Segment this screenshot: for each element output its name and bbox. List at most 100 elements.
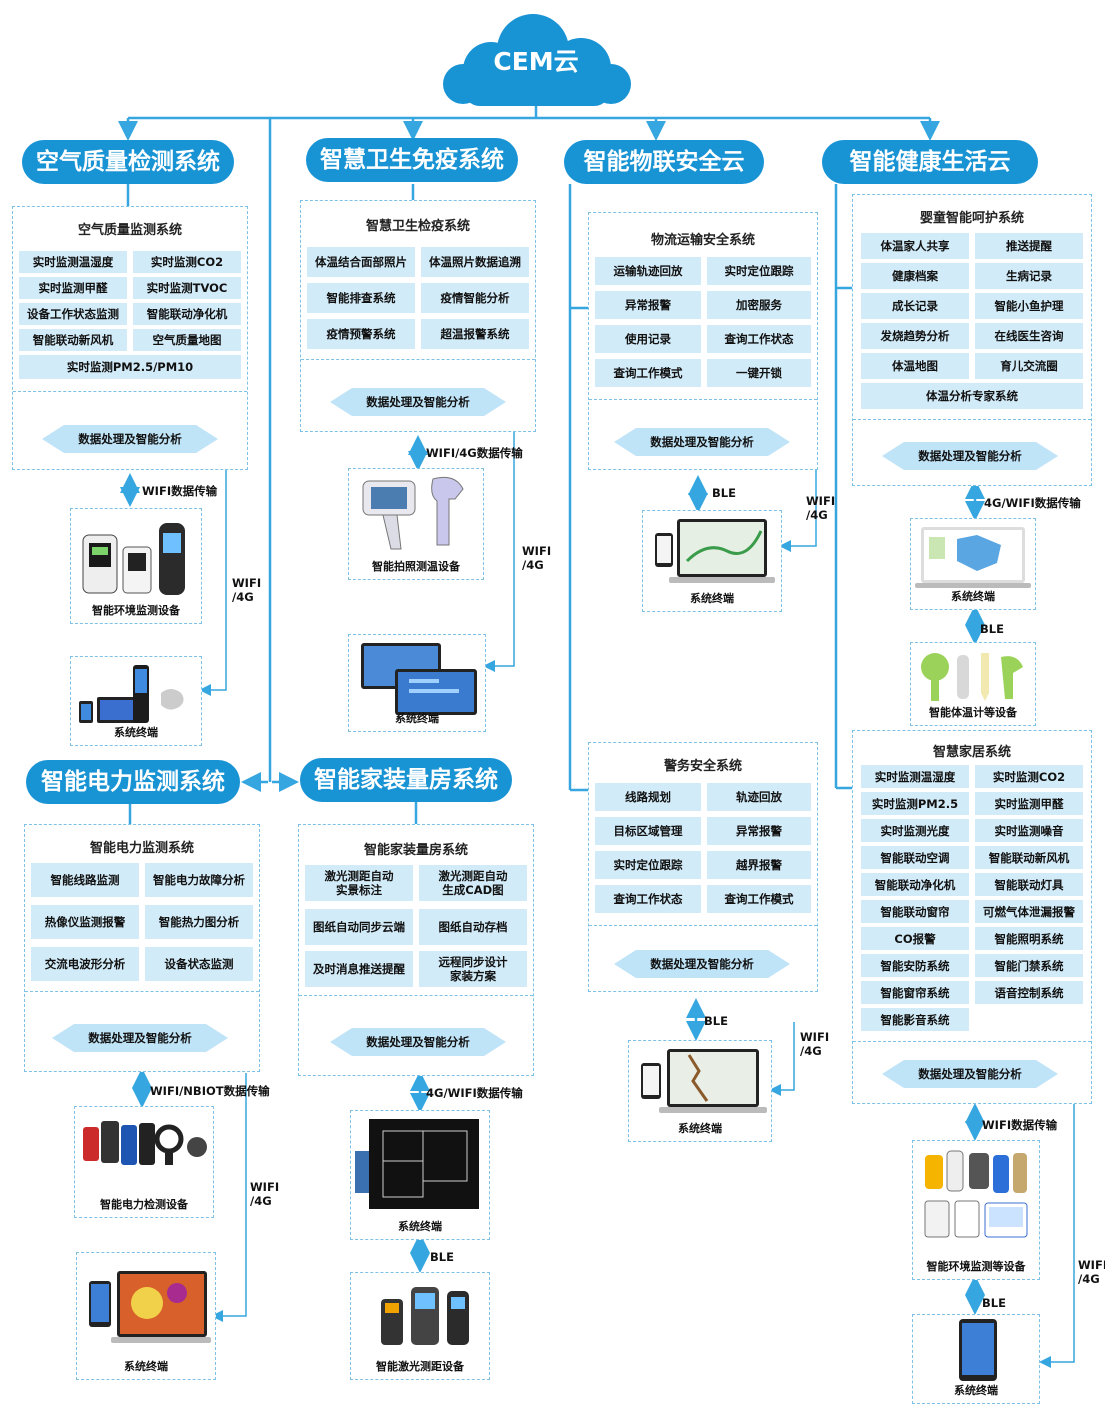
device-box: 智能环境监测等设备	[912, 1140, 1040, 1280]
feature-cell: 疫情智能分析	[421, 283, 529, 313]
link-label: BLE	[430, 1250, 454, 1264]
header-home-decor: 智能家装量房系统	[300, 758, 512, 802]
panel-title: 物流运输安全系统	[650, 233, 755, 248]
feature-cell: 实时定位跟踪	[595, 851, 701, 879]
system-terminal-icon	[655, 519, 775, 583]
link-label: WIFI/NBIOT数据传输	[150, 1084, 270, 1098]
feature-cell: 激光测距自动 生成CAD图	[419, 865, 527, 901]
device-caption: 智能拍照测温设备	[372, 560, 460, 573]
environment-monitor-icon	[82, 523, 185, 595]
thermal-terminal-icon	[89, 1271, 211, 1343]
panel-title: 智能家装量房系统	[363, 843, 468, 858]
terminal-box: 系统终端	[350, 1110, 490, 1240]
link-label: BLE	[712, 486, 736, 500]
feature-cell: 智能门禁系统	[975, 954, 1083, 977]
feature-cell: 智能影音系统	[861, 1008, 969, 1031]
feature-cell: 智能联动新风机	[19, 329, 127, 351]
feature-cell: 智能联动窗帘	[861, 900, 969, 923]
panel-smart-home: 智慧家居系统 实时监测温湿度 实时监测CO2 实时监测PM2.5 实时监测甲醛 …	[852, 730, 1092, 1104]
power-tester-icon	[83, 1121, 207, 1165]
process-diamond	[330, 1028, 506, 1056]
feature-cell: 体温分析专家系统	[861, 383, 1083, 409]
link-label: WIFI /4G	[250, 1180, 280, 1208]
feature-cell: 实时监测CO2	[133, 251, 241, 273]
feature-cell: 实时监测噪音	[975, 819, 1083, 842]
link-label: BLE	[704, 1014, 728, 1028]
feature-cell: 异常报警	[707, 817, 811, 845]
feature-cell: 运输轨迹回放	[595, 257, 701, 285]
feature-cell: 激光测距自动 实景标注	[305, 865, 413, 901]
process-diamond	[330, 388, 506, 416]
divider	[589, 399, 817, 400]
divider	[589, 925, 817, 926]
feature-cell: 智能热力图分析	[145, 905, 253, 939]
feature-cell: 智能电力故障分析	[145, 863, 253, 897]
thermometer-camera-icon	[362, 476, 464, 550]
device-caption: 系统终端	[954, 1384, 998, 1397]
divider	[299, 995, 533, 996]
feature-cell: 空气质量地图	[133, 329, 241, 351]
feature-cell: 远程同步设计 家装方案	[419, 951, 527, 987]
laser-meter-icon	[381, 1287, 469, 1345]
process-diamond	[614, 950, 790, 978]
feature-cell: 越界报警	[707, 851, 811, 879]
feature-cell: 及时消息推送提醒	[305, 951, 413, 987]
feature-cell: 查询工作状态	[595, 885, 701, 913]
device-caption: 系统终端	[951, 590, 995, 603]
device-box: 智能拍照测温设备	[348, 468, 484, 580]
feature-cell: 实时监测甲醛	[19, 277, 127, 299]
system-terminal-icon	[915, 527, 1031, 588]
terminal-box: 系统终端	[910, 518, 1036, 610]
terminal-box: 系统终端	[642, 510, 782, 612]
link-label: WIFI数据传输	[142, 484, 218, 498]
link-label: 4G/WIFI数据传输	[426, 1086, 523, 1100]
device-caption: 系统终端	[398, 1220, 442, 1233]
device-caption: 智能电力检测设备	[100, 1198, 188, 1211]
feature-cell: 设备状态监测	[145, 947, 253, 981]
feature-cell: 加密服务	[707, 291, 811, 319]
panel-title: 智能电力监测系统	[89, 841, 194, 856]
device-caption: 系统终端	[395, 712, 439, 725]
panel-title: 婴童智能呵护系统	[919, 211, 1024, 226]
feature-cell: 实时监测PM2.5/PM10	[19, 355, 241, 379]
feature-cell: 生病记录	[975, 263, 1083, 289]
feature-cell: 可燃气体泄漏报警	[975, 900, 1083, 923]
feature-cell: 超温报警系统	[421, 319, 529, 349]
terminal-box: 系统终端	[70, 656, 202, 746]
feature-cell: 体温结合面部照片	[307, 247, 415, 277]
link-label: BLE	[982, 1296, 1006, 1310]
feature-cell: 实时监测TVOC	[133, 277, 241, 299]
process-diamond	[42, 425, 218, 453]
process-label: 数据处理及智能分析	[650, 957, 754, 971]
process-label: 数据处理及智能分析	[918, 449, 1022, 463]
feature-cell: 智能线路监测	[31, 863, 139, 897]
feature-cell: 查询工作状态	[707, 325, 811, 353]
panel-title: 智慧家居系统	[932, 745, 1011, 760]
panel-power: 智能电力监测系统 智能线路监测 智能电力故障分析 热像仪监测报警 智能热力图分析…	[24, 824, 260, 1072]
divider	[25, 991, 259, 992]
process-diamond	[882, 442, 1058, 470]
feature-cell: 图纸自动存档	[419, 909, 527, 945]
device-caption: 智能环境监测等设备	[926, 1260, 1026, 1273]
process-label: 数据处理及智能分析	[88, 1031, 192, 1045]
panel-title: 警务安全系统	[663, 759, 742, 774]
feature-cell: 实时监测光度	[861, 819, 969, 842]
system-terminal-icon	[79, 665, 184, 723]
cloud-label: CEM云	[493, 47, 579, 76]
device-caption: 系统终端	[690, 592, 734, 605]
feature-cell: 语音控制系统	[975, 981, 1083, 1004]
divider	[853, 419, 1091, 420]
feature-cell: 育儿交流圈	[975, 353, 1083, 379]
link-label: WIFI /4G	[1078, 1258, 1105, 1286]
feature-cell: 使用记录	[595, 325, 701, 353]
feature-cell: 热像仪监测报警	[31, 905, 139, 939]
panel-title: 空气质量监测系统	[77, 223, 182, 238]
system-terminal-icon	[361, 643, 477, 715]
terminal-box: 系统终端	[348, 634, 486, 732]
feature-cell: 健康档案	[861, 263, 969, 289]
feature-cell: 智能联动净化机	[861, 873, 969, 896]
feature-cell: 实时监测甲醛	[975, 792, 1083, 815]
feature-cell: 智能小鱼护理	[975, 293, 1083, 319]
process-label: 数据处理及智能分析	[918, 1067, 1022, 1081]
link-label: WIFI/4G数据传输	[426, 446, 523, 460]
